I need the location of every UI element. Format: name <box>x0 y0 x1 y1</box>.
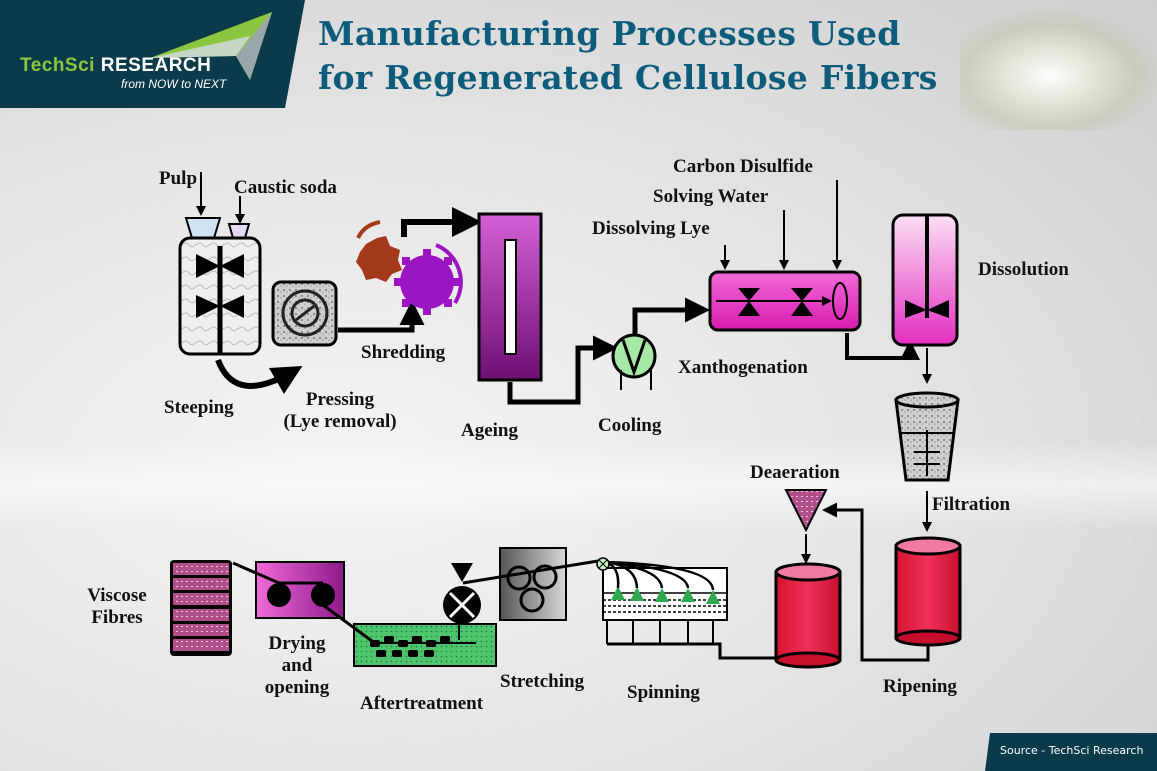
source-credit: Source - TechSci Research <box>1000 744 1144 757</box>
label-caustic-soda: Caustic soda <box>234 177 337 198</box>
label-shredding: Shredding <box>361 342 446 363</box>
source-footer-bg <box>985 733 1157 771</box>
label-cooling: Cooling <box>598 415 662 436</box>
brand-name-part2: Research <box>100 55 212 76</box>
cooling-to-xanthogenation-arrow <box>632 297 710 334</box>
pressing-to-shredding-arrow <box>338 300 425 333</box>
title-line-1: Manufacturing Processes Used <box>318 14 901 53</box>
deaeration-hopper <box>784 489 828 533</box>
brand-logo[interactable]: TechSci Research <box>20 55 211 77</box>
label-aftertreatment: Aftertreatment <box>360 693 484 714</box>
label-drying-line2: and <box>281 655 313 676</box>
label-carbon-disulfide: Carbon Disulfide <box>673 156 813 177</box>
dissolution-tank <box>891 213 959 347</box>
label-stretching: Stretching <box>500 671 585 692</box>
xanthogenation-to-dissolution-arrow <box>845 333 920 360</box>
label-xanthogenation: Xanthogenation <box>678 357 808 378</box>
label-ripening: Ripening <box>883 676 957 697</box>
label-dissolution: Dissolution <box>978 259 1069 280</box>
cellulose-fiber-photo <box>960 10 1157 130</box>
page-title: Manufacturing Processes Used for Regener… <box>318 12 938 100</box>
label-viscose-fibres: Viscose Fibres <box>74 585 160 629</box>
label-filtration: Filtration <box>932 494 1011 515</box>
steeping-to-pressing-arrow <box>215 358 303 394</box>
drying-to-aftertreatment-line <box>322 603 377 646</box>
label-viscose-line1: Viscose <box>87 585 147 606</box>
label-steeping: Steeping <box>164 397 234 418</box>
label-drying-opening: Drying and opening <box>252 633 342 699</box>
spinning-bath <box>596 557 728 644</box>
label-deaeration: Deaeration <box>750 462 840 483</box>
ageing-column <box>477 212 543 382</box>
viscose-fibre-bales <box>170 560 232 656</box>
aftertreatment-bath <box>353 563 497 667</box>
brand-tagline: from NOW to NEXT <box>121 77 227 91</box>
label-pressing-line2: (Lye removal) <box>283 411 397 432</box>
xanthogenation-reactor <box>708 270 862 332</box>
steeping-vessel <box>178 217 262 356</box>
shredding-gears-icon <box>356 220 463 315</box>
cooler-unit <box>611 333 657 390</box>
label-ageing: Ageing <box>461 420 518 441</box>
press-unit <box>271 280 338 347</box>
ripening-tank <box>894 536 962 647</box>
label-pressing: Pressing (Lye removal) <box>270 389 410 433</box>
label-viscose-line2: Fibres <box>91 607 143 628</box>
ageing-to-cooling-arrow <box>507 335 618 405</box>
background-streak <box>0 440 1157 530</box>
ripening-to-deaeration-arrow <box>822 502 930 662</box>
stretching-fiber-line <box>462 559 599 585</box>
tank-to-spinning-pipe <box>607 642 776 660</box>
label-pressing-line1: Pressing <box>305 389 375 410</box>
label-spinning: Spinning <box>627 682 700 703</box>
label-dissolving-lye: Dissolving Lye <box>592 218 710 239</box>
brand-name-part1: TechSci <box>20 55 95 76</box>
logo-panel <box>0 0 305 108</box>
label-pulp: Pulp <box>159 168 198 189</box>
spinning-feed-tank <box>774 562 842 669</box>
label-drying-line3: opening <box>264 677 330 698</box>
label-drying-line1: Drying <box>268 633 326 654</box>
stretching-unit <box>499 547 567 621</box>
filter-unit <box>894 391 960 482</box>
fibre-to-drying-line <box>232 561 280 585</box>
label-solving-water: Solving Water <box>653 186 769 207</box>
shredding-to-ageing-arrow <box>401 207 482 237</box>
title-line-2: for Regenerated Cellulose Fibers <box>318 58 938 97</box>
